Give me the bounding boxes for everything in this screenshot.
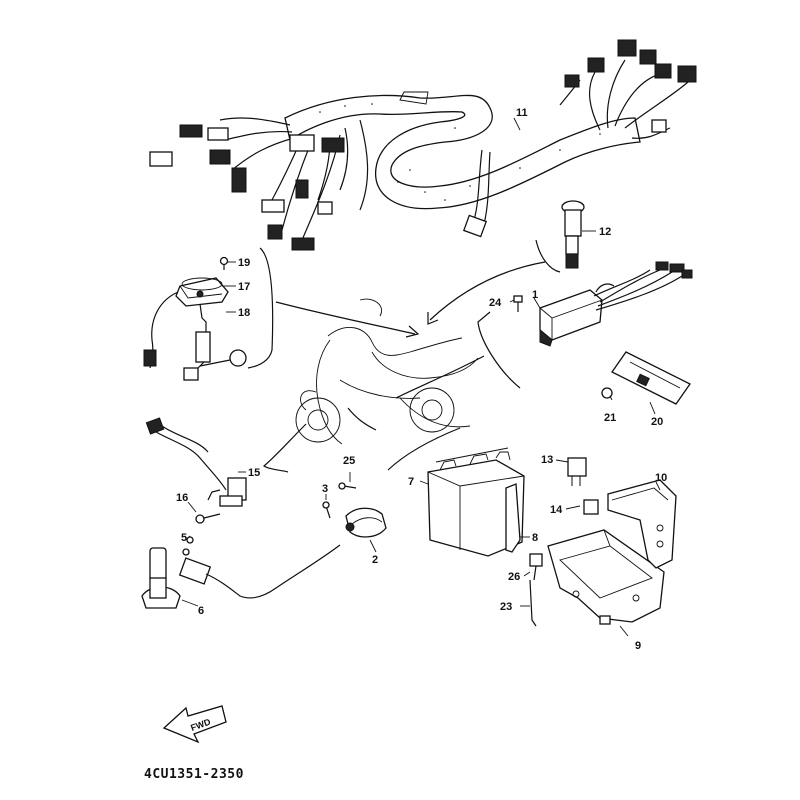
callout-8: 8 [532,532,538,544]
callout-13: 13 [541,454,553,466]
callout-7: 7 [408,476,414,488]
part-21-nut [601,387,613,399]
callout-25: 25 [343,455,355,467]
part-10-bracket [607,479,677,569]
part-13-relay [567,457,587,486]
part-14-fuse [583,499,599,515]
callout-11: 11 [516,107,528,119]
part-23-rod [529,579,537,627]
part-8-battery-band [505,483,521,553]
part-17-gasket [181,277,223,291]
callout-19: 19 [238,257,250,269]
callout-12: 12 [599,226,611,238]
part-9-battery-box [547,529,665,625]
part-19-screw [219,256,229,270]
drawing-code: 4CU1351-2350 [144,767,244,782]
leader-lines [247,239,561,473]
callout-16: 16 [176,492,188,504]
part-26-wire-clip [529,553,543,581]
callout-14: 14 [550,504,563,516]
wire-harness [149,39,697,251]
callout-20: 20 [651,416,663,428]
callout-21: 21 [604,412,616,424]
callout-18: 18 [238,307,250,319]
part-5-plug-cap [149,536,341,599]
part-3-screw [322,501,331,519]
part-15-sensor [145,417,247,507]
callout-15: 15 [248,467,260,479]
part-18-fuel-sender [143,277,247,381]
callout-17: 17 [238,281,250,293]
part-16-screw [195,513,221,524]
callout-9: 9 [635,640,641,652]
part-20-reflector [611,351,691,405]
callout-23: 23 [500,601,512,613]
callout-24: 24 [489,297,502,309]
part-1-cdi-unit [539,261,693,347]
callout-leaders [181,117,661,637]
callout-2: 2 [372,554,378,566]
part-12-relay [561,200,585,269]
callout-6: 6 [198,605,204,617]
callout-1: 1 [532,289,538,301]
part-7-battery [427,447,525,557]
fwd-arrow-icon: FWD [162,705,227,744]
part-25-screw [338,482,357,490]
part-24-bolt [513,295,523,312]
callout-10: 10 [655,472,667,484]
part-6-plug-cover [141,577,181,609]
callout-3: 3 [322,483,328,495]
callout-5: 5 [181,532,187,544]
scooter-outline [295,298,479,445]
callout-26: 26 [508,571,520,583]
part-2-ignition-coil [345,507,387,538]
